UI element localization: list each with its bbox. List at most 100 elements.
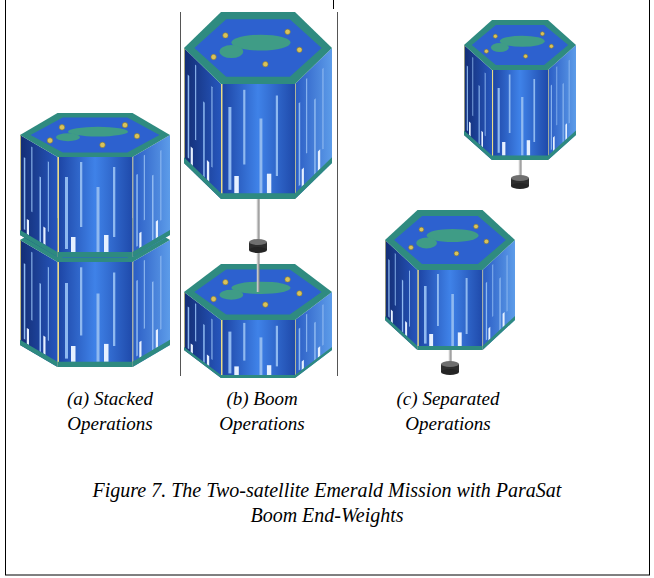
deck-sensor <box>297 291 302 296</box>
bottom-rim <box>20 340 58 367</box>
panel-stripe <box>451 294 454 346</box>
panel-stripe <box>565 123 567 140</box>
panel-stripe <box>188 75 190 159</box>
solar-panel-face <box>492 70 548 160</box>
panel-stripe <box>506 255 508 312</box>
panel-stripe <box>499 277 500 330</box>
end-weight <box>441 369 459 375</box>
parasat-boom <box>249 199 267 292</box>
panel-stripe <box>322 304 323 346</box>
panel-stripe <box>97 187 100 252</box>
face-edge <box>132 262 134 367</box>
panel-label: (a) Stacked Operations <box>52 386 168 436</box>
panel-stripe <box>160 256 161 330</box>
face-edge <box>418 270 419 350</box>
deck-patch <box>416 238 437 249</box>
panel-stripe <box>553 136 555 151</box>
panel-stripe <box>234 176 239 193</box>
panel-stripe <box>498 88 500 153</box>
face-edge <box>385 240 387 321</box>
panel-stripe <box>24 157 26 230</box>
panel-stripe <box>267 174 271 194</box>
bottom-rim <box>483 316 516 350</box>
deck-sensor <box>549 44 553 48</box>
panel-stripe <box>314 98 316 174</box>
panel-stripe <box>322 68 323 150</box>
panel-stripe <box>466 278 468 334</box>
panel-stripe <box>43 336 45 355</box>
top-deck <box>394 216 506 264</box>
face-edge <box>221 320 223 378</box>
panel-stripe <box>267 365 271 375</box>
deck-sensor <box>285 277 290 282</box>
panel-stripe <box>458 332 462 346</box>
face-edge <box>295 83 297 199</box>
panel-stripe <box>276 96 278 177</box>
bottom-rim <box>464 131 492 161</box>
face-edge <box>548 70 550 161</box>
bottom-rim <box>58 252 133 257</box>
face-edge <box>492 70 493 160</box>
solar-panel-face <box>133 240 171 367</box>
panel-stripe <box>492 264 494 317</box>
end-weight <box>441 361 459 367</box>
panel-stripe <box>139 341 141 358</box>
panel-stripe <box>31 147 32 213</box>
bottom-rim <box>133 230 171 257</box>
caption-slot: Figure 7. The Two-satellite Emerald Miss… <box>92 478 562 528</box>
panel-stripe <box>71 237 76 252</box>
panel-stripe <box>203 101 205 177</box>
end-weight <box>249 247 267 253</box>
parasat-boom <box>511 160 529 189</box>
panel-stripe <box>424 286 427 344</box>
panel-stripe <box>80 162 82 227</box>
panel-stripe <box>503 312 505 327</box>
top-deck <box>472 25 568 65</box>
panel-stripe <box>104 235 109 252</box>
panel-stripe <box>276 326 278 367</box>
panel-stripe <box>521 97 523 156</box>
panel-label-slot: (b) Boom Operations <box>204 386 320 436</box>
panel-stripe <box>113 167 115 237</box>
deck-sensor <box>263 62 268 67</box>
deck-patch <box>220 45 244 58</box>
crop-line <box>333 0 334 9</box>
bottom-rim <box>295 347 332 378</box>
panel-stripe <box>191 147 193 166</box>
panel-stripe <box>160 150 161 221</box>
solar-panel-face <box>418 270 483 350</box>
panel-stripe <box>260 119 263 194</box>
panel-stripe <box>65 177 68 249</box>
panel-stripe <box>156 329 158 348</box>
end-weight <box>249 239 267 245</box>
figure-frame <box>6 0 650 575</box>
panel-stripe <box>402 280 403 333</box>
deck-sensor <box>47 138 52 143</box>
bottom-rim <box>184 157 221 199</box>
panel-stripe <box>191 343 193 353</box>
parasat-boom <box>441 350 459 375</box>
panel-stripe <box>488 327 490 341</box>
deck-sensor <box>493 34 497 38</box>
bottom-rim <box>133 340 171 367</box>
panel-stripe <box>211 319 212 361</box>
panel-stripe <box>203 324 205 363</box>
bottom-rim <box>221 193 295 199</box>
panel-stripe <box>243 323 245 361</box>
panel-stripe <box>195 65 196 141</box>
panel-stripe <box>409 270 411 327</box>
face-edge <box>20 135 22 235</box>
solar-panel-face <box>58 262 133 367</box>
bottom-rim <box>20 230 58 257</box>
deck-sensor <box>211 296 216 301</box>
bottom-rim <box>385 316 418 350</box>
solar-panel-face <box>20 240 58 367</box>
panel-stripe <box>394 253 396 306</box>
panel-stripe <box>484 73 486 137</box>
panel-stripe <box>104 344 109 362</box>
face-edge <box>184 292 186 351</box>
satellite <box>464 20 576 160</box>
deck-sensor <box>484 239 489 244</box>
face-edge <box>295 319 297 378</box>
